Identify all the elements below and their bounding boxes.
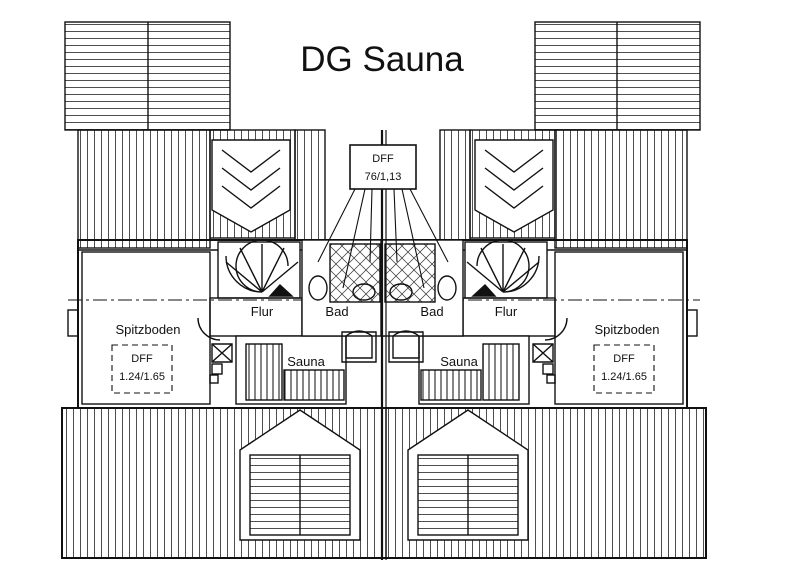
center-dff-label: DFF xyxy=(372,153,394,165)
center-dff-value: 76/1,13 xyxy=(365,171,402,183)
dff-right-label: DFF xyxy=(613,353,635,365)
attic-right-label: Spitzboden xyxy=(594,322,659,337)
attic-right xyxy=(554,251,684,405)
dff-box-left xyxy=(111,344,173,394)
sauna-left-label: Sauna xyxy=(287,354,325,369)
bath-left-label: Bad xyxy=(325,304,348,319)
dff-right-value: 1.24/1.65 xyxy=(601,371,647,383)
hall-right-label: Flur xyxy=(495,304,518,319)
roof-upper-left xyxy=(77,129,211,249)
plan-title: DG Sauna xyxy=(300,40,464,79)
dff-left-value: 1.24/1.65 xyxy=(119,371,165,383)
bath-right-label: Bad xyxy=(420,304,443,319)
sauna-right-label: Sauna xyxy=(440,354,478,369)
dff-left-label: DFF xyxy=(131,353,153,365)
roof-upper-right xyxy=(554,129,688,249)
dff-box-right xyxy=(593,344,655,394)
dff-box-center xyxy=(349,144,417,190)
attic-left xyxy=(81,251,211,405)
hall-left-label: Flur xyxy=(251,304,274,319)
attic-left-label: Spitzboden xyxy=(115,322,180,337)
